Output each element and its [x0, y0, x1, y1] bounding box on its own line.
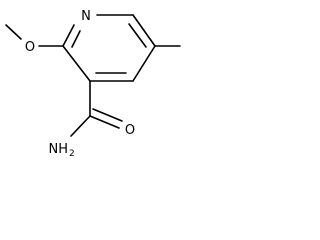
bond-c2-n1-inner: [71, 30, 81, 48]
ring-nitrogen-label: N: [81, 9, 91, 24]
bond-c3-c2: [62, 45, 91, 82]
chemical-structure: N O O NH 2: [5, 9, 181, 159]
bond-c6-c5-inner: [128, 23, 147, 48]
bond-carbonyl-n: [70, 115, 91, 137]
methoxy-oxygen-label: O: [25, 40, 35, 55]
bond-c2-n1: [62, 24, 75, 47]
ring-bonds: [62, 14, 156, 82]
bond-c6-c5: [132, 14, 156, 47]
amide-nitrogen-subscript: 2: [69, 149, 75, 159]
bond-o-methyl: [5, 24, 22, 40]
bond-carbonyl-o-b: [92, 108, 123, 122]
bond-c5-c4: [132, 45, 156, 82]
amide-nitrogen-label: NH: [49, 142, 69, 157]
carbonyl-oxygen-label: O: [125, 123, 135, 138]
bond-carbonyl-o-a: [89, 115, 120, 129]
substituent-bonds: [5, 24, 181, 137]
